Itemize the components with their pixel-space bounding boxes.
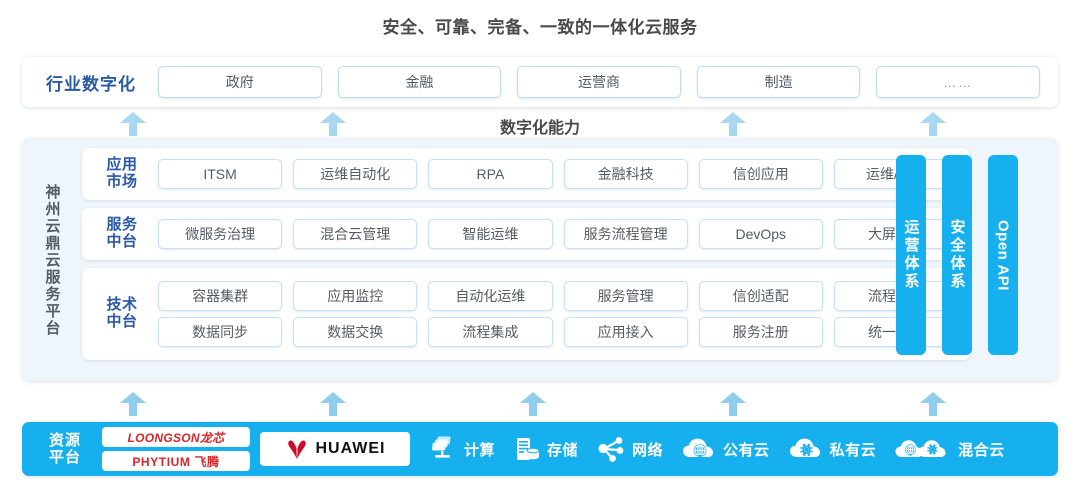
public-cloud-icon bbox=[683, 438, 714, 458]
resource-item-public-cloud[interactable]: 公有云 bbox=[681, 436, 770, 462]
section-label-line2: 中台 bbox=[106, 313, 138, 330]
vertical-bar-operations-system[interactable]: 运营体系 bbox=[896, 155, 926, 355]
huawei-flower-icon bbox=[287, 440, 306, 459]
resource-item-label: 公有云 bbox=[723, 441, 770, 459]
cell-process-integration[interactable]: 流程集成 bbox=[428, 317, 553, 347]
vertical-bar-open-api[interactable]: Open API bbox=[988, 155, 1018, 355]
huawei-logo: HUAWEI bbox=[260, 432, 410, 466]
industry-chip-operator[interactable]: 运营商 bbox=[517, 66, 681, 98]
chip-vendor-logos: LOONGSON龙芯 PHYTIUM 飞腾 bbox=[102, 427, 250, 471]
cell-service-process-mgmt[interactable]: 服务流程管理 bbox=[563, 219, 688, 249]
cell-xinchuang-app[interactable]: 信创应用 bbox=[698, 159, 823, 189]
cell-row: 容器集群 应用监控 自动化运维 服务管理 信创适配 流程引擎 bbox=[158, 281, 959, 311]
industry-chip-more[interactable]: …… bbox=[876, 66, 1040, 98]
resource-platform-label: 资源 平台 bbox=[34, 432, 96, 467]
cell-app-monitoring[interactable]: 应用监控 bbox=[293, 281, 418, 311]
up-arrow-icon-9 bbox=[920, 392, 946, 416]
industry-chip-government[interactable]: 政府 bbox=[158, 66, 322, 98]
cell-service-mgmt[interactable]: 服务管理 bbox=[563, 281, 688, 311]
cell-hybrid-cloud-mgmt[interactable]: 混合云管理 bbox=[293, 219, 418, 249]
resource-item-private-cloud[interactable]: 私有云 bbox=[788, 436, 877, 462]
industry-chip-finance[interactable]: 金融 bbox=[337, 66, 502, 98]
vertical-bar-security-system[interactable]: 安全体系 bbox=[942, 155, 972, 355]
platform-vertical-label: 神州云鼎云服务平台 bbox=[43, 183, 61, 337]
cell-xinchuang-adaptation[interactable]: 信创适配 bbox=[698, 281, 823, 311]
section-label-line2: 中台 bbox=[106, 233, 138, 250]
cell-automated-ops[interactable]: 自动化运维 bbox=[428, 281, 553, 311]
industry-chip-manufacturing[interactable]: 制造 bbox=[696, 66, 861, 98]
resource-item-label: 混合云 bbox=[958, 441, 1005, 459]
up-arrow-icon-1 bbox=[120, 112, 146, 136]
resource-item-storage[interactable]: 存储 bbox=[513, 435, 578, 463]
cells-service-midplatform: 微服务治理 混合云管理 智能运维 服务流程管理 DevOps 大屏展示 bbox=[152, 219, 970, 249]
cell-app-access[interactable]: 应用接入 bbox=[563, 317, 688, 347]
resource-label-line1: 资源 bbox=[48, 431, 81, 449]
industry-row-label: 行业数字化 bbox=[46, 74, 136, 94]
resource-platform-bar: 资源 平台 LOONGSON龙芯 PHYTIUM 飞腾 HUAWEI 计算 bbox=[22, 422, 1058, 476]
section-application-market: 应用 市场 ITSM 运维自动化 RPA 金融科技 信创应用 运维/运营 bbox=[82, 148, 970, 200]
cell-microservice-governance[interactable]: 微服务治理 bbox=[158, 219, 283, 249]
resource-item-label: 网络 bbox=[632, 441, 664, 459]
cell-container-cluster[interactable]: 容器集群 bbox=[158, 281, 283, 311]
resource-item-label: 存储 bbox=[547, 441, 579, 459]
cell-service-registry[interactable]: 服务注册 bbox=[698, 317, 823, 347]
up-arrow-icon-8 bbox=[720, 392, 746, 416]
cell-intelligent-ops[interactable]: 智能运维 bbox=[428, 219, 553, 249]
compute-icon bbox=[432, 436, 451, 458]
up-arrow-icon-2 bbox=[320, 112, 346, 136]
up-arrow-icon-3 bbox=[720, 112, 746, 136]
loongson-logo: LOONGSON龙芯 bbox=[102, 427, 250, 447]
cell-ops-automation[interactable]: 运维自动化 bbox=[293, 159, 418, 189]
cell-itsm[interactable]: ITSM bbox=[158, 159, 283, 189]
section-label-application-market: 应用 市场 bbox=[92, 156, 152, 191]
cells-tech-midplatform: 容器集群 应用监控 自动化运维 服务管理 信创适配 流程引擎 数据同步 数据交换… bbox=[152, 281, 970, 347]
cell-data-exchange[interactable]: 数据交换 bbox=[293, 317, 418, 347]
cell-devops[interactable]: DevOps bbox=[698, 219, 823, 249]
storage-icon bbox=[517, 438, 540, 460]
page-title: 安全、可靠、完备、一致的一体化云服务 bbox=[382, 18, 698, 37]
industry-digitalization-row: 行业数字化 政府 金融 运营商 制造 …… bbox=[22, 57, 1058, 107]
huawei-wordmark: HUAWEI bbox=[315, 440, 386, 457]
up-arrow-icon-7 bbox=[520, 392, 546, 416]
resource-item-compute[interactable]: 计算 bbox=[428, 435, 495, 463]
up-arrow-icon-6 bbox=[320, 392, 346, 416]
section-label-line1: 技术 bbox=[106, 296, 138, 314]
cells-application-market: ITSM 运维自动化 RPA 金融科技 信创应用 运维/运营 bbox=[152, 159, 970, 189]
cell-row: ITSM 运维自动化 RPA 金融科技 信创应用 运维/运营 bbox=[158, 159, 959, 189]
cell-row: 数据同步 数据交换 流程集成 应用接入 服务注册 统一认证 bbox=[158, 317, 959, 347]
cell-ops-operations[interactable]: 运维/运营 bbox=[833, 159, 959, 189]
phytium-logo: PHYTIUM 飞腾 bbox=[102, 451, 250, 471]
section-tech-midplatform: 技术 中台 容器集群 应用监控 自动化运维 服务管理 信创适配 流程引擎 数据同… bbox=[82, 268, 970, 360]
cell-data-sync[interactable]: 数据同步 bbox=[158, 317, 283, 347]
section-label-line2: 市场 bbox=[106, 173, 138, 190]
resource-item-label: 计算 bbox=[464, 441, 496, 459]
resource-item-network[interactable]: 网络 bbox=[596, 435, 663, 463]
section-label-service-midplatform: 服务 中台 bbox=[92, 216, 152, 251]
private-cloud-icon bbox=[789, 438, 820, 457]
cell-rpa[interactable]: RPA bbox=[428, 159, 553, 189]
section-label-tech-midplatform: 技术 中台 bbox=[92, 296, 152, 331]
resource-item-hybrid-cloud[interactable]: 混合云 bbox=[894, 436, 1005, 462]
hybrid-cloud-icon bbox=[895, 440, 946, 457]
section-label-line1: 服务 bbox=[106, 216, 138, 234]
cell-row: 微服务治理 混合云管理 智能运维 服务流程管理 DevOps 大屏展示 bbox=[158, 219, 959, 249]
up-arrow-icon-4 bbox=[920, 112, 946, 136]
section-service-midplatform: 服务 中台 微服务治理 混合云管理 智能运维 服务流程管理 DevOps 大屏展… bbox=[82, 208, 970, 260]
resource-item-label: 私有云 bbox=[829, 441, 877, 459]
cell-fintech[interactable]: 金融科技 bbox=[563, 159, 688, 189]
up-arrow-icon-5 bbox=[120, 392, 146, 416]
resource-label-line2: 平台 bbox=[48, 449, 81, 466]
capability-label: 数字化能力 bbox=[499, 120, 580, 137]
section-label-line1: 应用 bbox=[106, 156, 138, 174]
network-icon bbox=[598, 437, 624, 462]
